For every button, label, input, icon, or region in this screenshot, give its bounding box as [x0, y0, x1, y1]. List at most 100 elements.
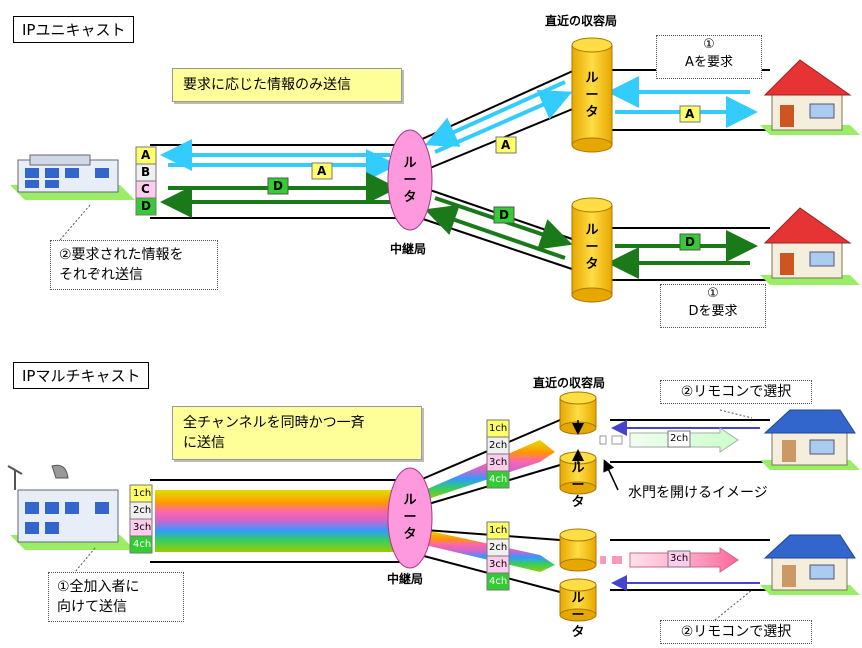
src-ch4: 4ch — [133, 539, 152, 550]
multicast-station-router-top-label: ル ー タ — [570, 460, 586, 511]
router-char-2: ー — [585, 240, 599, 255]
unicast-relay-router-label: ル ー タ — [402, 155, 418, 206]
router-char-2: ー — [403, 510, 417, 525]
multicast-banner-line2: に送信 — [183, 435, 225, 451]
multicast-banner: 全チャンネルを同時かつ一斉 に送信 — [172, 406, 422, 460]
multicast-source-channel-stack — [129, 484, 153, 554]
unicast-note-pointer — [59, 204, 91, 241]
router-char-2: ー — [585, 88, 599, 103]
router-char-3: タ — [403, 527, 417, 542]
router-char-1: ル — [403, 156, 417, 171]
unicast-station-router-top-icon — [571, 37, 613, 153]
src-ch3: 3ch — [133, 522, 152, 533]
router-char-1: ル — [403, 493, 417, 508]
multicast-station-router-bottom-icon — [559, 528, 597, 622]
request-bottom-number: ① — [707, 286, 719, 301]
low-ch4: 4ch — [489, 576, 508, 587]
remote-top-pointer — [719, 409, 753, 419]
packet-3ch: 3ch — [670, 553, 689, 564]
content-b-label: B — [141, 165, 151, 179]
unicast-station-router-bottom-label: ル ー タ — [584, 222, 600, 273]
content-a-label: A — [141, 148, 151, 162]
multicast-gate-flow-top — [599, 427, 739, 453]
router-char-1: ル — [571, 461, 585, 476]
unicast-source-note: ②要求された情報を それぞれ送信 — [50, 240, 218, 290]
multicast-relay-router-label: ル ー タ — [402, 492, 418, 543]
multicast-gate-flow-bottom — [600, 547, 739, 573]
unicast-house-top-icon — [760, 59, 860, 135]
packet-d-branch: D — [499, 208, 509, 222]
unicast-source-building-icon — [10, 154, 135, 200]
low-ch2: 2ch — [489, 542, 508, 553]
multicast-house-bottom-icon — [760, 534, 860, 595]
router-char-3: タ — [585, 105, 599, 120]
unicast-station-label: 直近の収容局 — [545, 14, 618, 28]
up-ch3: 3ch — [489, 457, 508, 468]
unicast-house-bottom-icon — [760, 207, 860, 285]
packet-2ch: 2ch — [670, 433, 689, 444]
multicast-source-note: ①全加入者に 向けて送信 — [48, 572, 184, 622]
unicast-request-bottom: ① Dを要求 — [660, 284, 766, 328]
packet-d-access: D — [685, 235, 695, 249]
router-char-3: タ — [403, 190, 417, 205]
unicast-relay-label: 中継局 — [390, 242, 427, 256]
unicast-banner: 要求に応じた情報のみ送信 — [172, 68, 402, 102]
content-d-label: D — [141, 199, 151, 213]
unicast-source-note-line1: ②要求された情報を — [59, 247, 184, 263]
multicast-station-router-top-icon — [559, 391, 597, 495]
up-ch1: 1ch — [489, 423, 508, 434]
src-ch1: 1ch — [133, 488, 152, 499]
multicast-house-top-icon — [760, 409, 860, 470]
multicast-lower-channel-stack — [486, 521, 510, 591]
packet-a-access: A — [685, 107, 695, 121]
router-char-2: ー — [571, 608, 585, 623]
unicast-request-top: ① Aを要求 — [656, 35, 762, 79]
router-char-3: タ — [571, 495, 585, 510]
gate-note-pointer — [603, 459, 619, 491]
multicast-banner-line1: 全チャンネルを同時かつ一斉 — [183, 415, 365, 431]
multicast-source-building-icon — [7, 464, 135, 550]
up-ch2: 2ch — [489, 440, 508, 451]
packet-d-trunk: D — [273, 179, 283, 193]
router-char-1: ル — [585, 223, 599, 238]
src-ch2: 2ch — [133, 505, 152, 516]
multicast-upper-channel-stack — [486, 419, 510, 489]
router-char-2: ー — [403, 173, 417, 188]
multicast-source-note-line2: 向けて送信 — [57, 599, 127, 615]
request-top-text: Aを要求 — [685, 55, 733, 70]
multicast-note-pointer — [74, 547, 96, 573]
multicast-title: IPマルチキャスト — [13, 362, 150, 389]
unicast-content-stack — [135, 146, 157, 216]
unicast-packets — [267, 105, 701, 251]
gate-note: 水門を開けるイメージ — [628, 485, 768, 501]
multicast-remote-bottom: ②リモコンで選択 — [660, 620, 812, 644]
multicast-relay-router-icon — [387, 467, 433, 569]
request-bottom-text: Dを要求 — [688, 304, 738, 319]
router-char-3: タ — [585, 257, 599, 272]
router-char-3: タ — [571, 625, 585, 640]
router-char-2: ー — [571, 478, 585, 493]
up-ch4: 4ch — [489, 474, 508, 485]
multicast-source-note-line1: ①全加入者に — [57, 579, 140, 595]
unicast-station-router-top-label: ル ー タ — [584, 70, 600, 121]
unicast-title: IPユニキャスト — [13, 16, 135, 43]
remote-bottom-pointer — [714, 589, 753, 621]
low-ch3: 3ch — [489, 559, 508, 570]
multicast-station-label: 直近の収容局 — [533, 376, 606, 390]
multicast-relay-label: 中継局 — [387, 572, 424, 586]
packet-a-trunk: A — [317, 164, 327, 178]
multicast-trunk — [150, 479, 400, 563]
packet-a-branch: A — [501, 138, 511, 152]
router-char-1: ル — [585, 71, 599, 86]
multicast-remote-top: ②リモコンで選択 — [660, 380, 812, 404]
unicast-source-note-line2: それぞれ送信 — [59, 267, 143, 283]
low-ch1: 1ch — [489, 525, 508, 536]
multicast-station-router-bottom-label: ル ー タ — [570, 590, 586, 641]
router-char-1: ル — [571, 591, 585, 606]
request-top-number: ① — [703, 37, 715, 52]
unicast-relay-router-icon — [387, 129, 433, 231]
content-c-label: C — [141, 182, 150, 196]
unicast-station-router-bottom-icon — [571, 197, 613, 303]
